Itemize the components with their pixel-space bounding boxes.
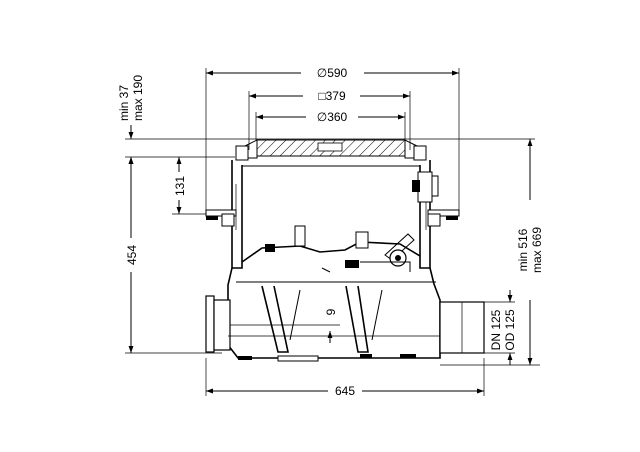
grate-diameter-label: ∅360 [317,110,348,124]
grate [235,139,427,161]
dimension-upper-height: 131 [173,157,187,214]
dimension-frame-square: □379 [248,89,411,150]
adjust-min-label: min 37 [117,85,131,121]
upper-housing [231,160,439,269]
dimension-outer-diameter: ∅590 [205,66,460,214]
dimension-adjustment: min 37 max 190 [117,75,145,171]
upper-height-label: 131 [173,176,187,196]
flange [205,209,460,227]
outer-diameter-label: ∅590 [317,66,348,80]
frame-square-label: □379 [318,89,346,103]
dimension-body-height: 454 [125,157,139,353]
dimension-grate-diameter: ∅360 [255,110,406,140]
dimension-total-height: min 516 max 669 [516,139,544,365]
dimension-total-length: 645 [205,358,485,398]
total-length-label: 645 [335,384,355,398]
total-max-label: max 669 [530,227,544,273]
lower-body [205,267,485,362]
dimension-water-seal: 9 [222,308,340,343]
total-min-label: min 516 [516,228,530,271]
body-height-label: 454 [125,245,139,265]
dimension-pipe: DN 125 OD 125 [484,290,517,365]
mechanism [241,225,421,273]
water-seal-label: 9 [324,308,338,315]
adjust-max-label: max 190 [131,75,145,121]
pipe-dn-label: DN 125 [489,309,503,350]
pipe-od-label: OD 125 [503,309,517,351]
